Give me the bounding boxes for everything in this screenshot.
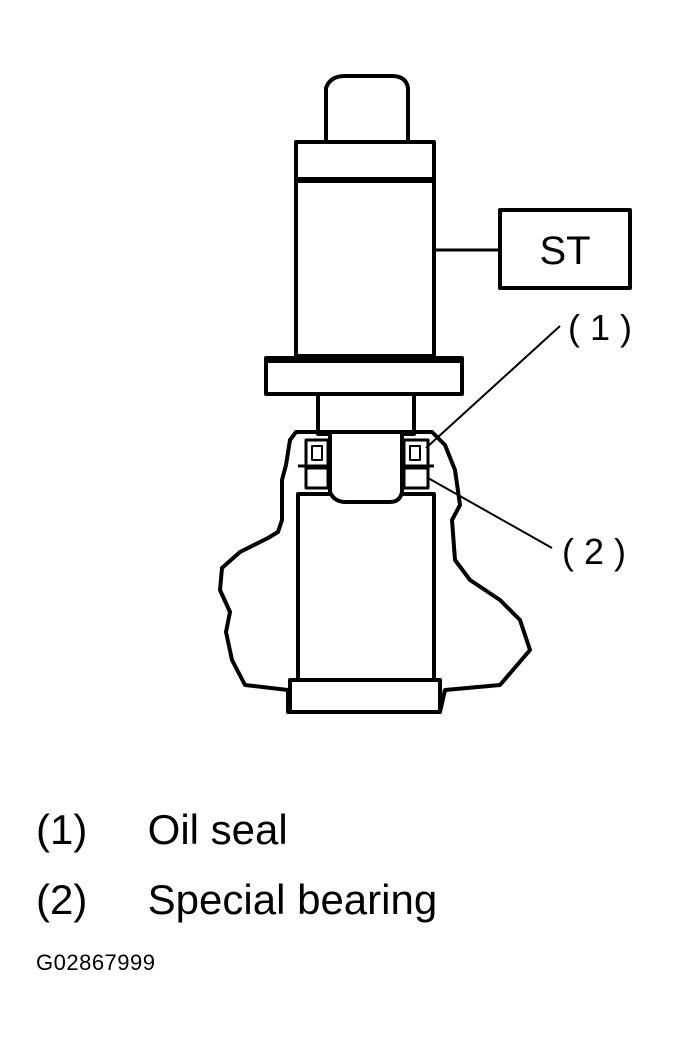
top-shaft-stub (324, 74, 410, 142)
oil-seal-right (402, 438, 430, 468)
oil-seal-left (304, 438, 330, 468)
legend-item-oil-seal: (1) Oil seal (36, 806, 288, 854)
legend-label: Oil seal (147, 806, 288, 853)
oil-seal-right-inner (409, 445, 421, 461)
oil-seal-left-inner (311, 445, 323, 461)
lower-bore (296, 492, 436, 682)
pilot-shaft (328, 434, 404, 504)
st-label: ST (539, 229, 590, 273)
tool-cap (294, 140, 436, 182)
figure-code: G02867999 (36, 950, 156, 975)
bearing-right (402, 466, 430, 490)
tool-neck (316, 392, 416, 436)
legend-number: (1) (36, 806, 88, 853)
tool-body (294, 178, 436, 358)
legend-item-special-bearing: (2) Special bearing (36, 876, 437, 924)
st-box (498, 208, 632, 290)
callout-leader-1 (425, 325, 561, 449)
bottom-flange (288, 678, 442, 714)
bearing-left (304, 466, 330, 490)
legend-label: Special bearing (147, 876, 438, 923)
tool-flange (264, 356, 464, 396)
callout-mark-2: ( 2 ) (562, 531, 626, 572)
callout-mark-1: ( 1 ) (568, 307, 632, 348)
legend-number: (2) (36, 876, 88, 923)
bearing-installation-diagram: ST ( 1 ) ( 2 ) (218, 74, 632, 714)
callout-leader-2 (427, 477, 553, 549)
